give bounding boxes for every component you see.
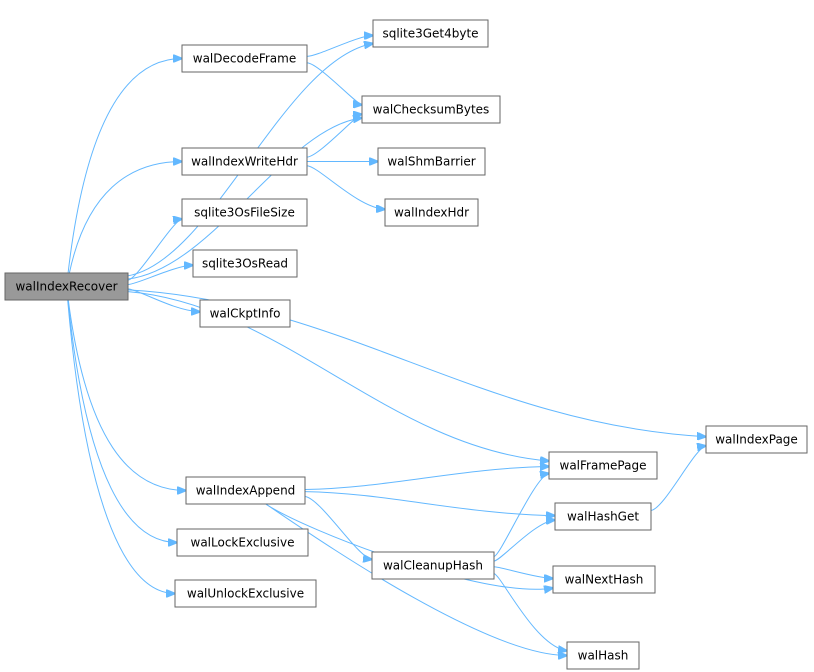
node-box — [552, 565, 656, 594]
node-label: walIndexRecover — [15, 280, 117, 294]
node-label: sqlite3OsFileSize — [194, 206, 295, 220]
edge-walIndexRecover-to-walUnlockExclusive — [67, 299, 175, 594]
node-box — [361, 95, 501, 124]
node-label: walIndexWriteHdr — [191, 155, 298, 169]
node-box — [705, 425, 808, 454]
node-label: walHashGet — [567, 510, 639, 524]
edge-walCleanupHash-to-walHash — [493, 573, 567, 651]
node-box — [384, 198, 479, 227]
node-box — [192, 249, 298, 278]
node-label: walHash — [578, 649, 629, 663]
node-label: sqlite3Get4byte — [382, 27, 478, 41]
edge-walCleanupHash-to-walFramePage — [493, 473, 549, 558]
node-label: walCleanupHash — [383, 559, 483, 573]
edges-layer — [67, 35, 706, 656]
edge-walIndexRecover-to-sqlite3OsFileSize — [127, 219, 182, 281]
node-box — [181, 44, 308, 73]
node-walShmBarrier[interactable]: walShmBarrier — [377, 147, 486, 176]
edge-walHashGet-to-walIndexPage — [650, 446, 706, 511]
node-box — [181, 147, 308, 176]
edge-walIndexAppend-to-walHash — [265, 503, 567, 656]
edge-walIndexAppend-to-walCleanupHash — [304, 495, 372, 559]
edge-walIndexRecover-to-walFramePage — [127, 291, 549, 461]
nodes-layer: walIndexRecover sqlite3Get4byte walDecodeF… — [4, 19, 808, 670]
node-walCkptInfo[interactable]: walCkptInfo — [199, 299, 291, 328]
node-sqlite3Get4byte[interactable]: sqlite3Get4byte — [372, 19, 489, 48]
node-box — [377, 147, 486, 176]
node-label: walIndexPage — [715, 433, 798, 447]
node-box — [174, 579, 317, 608]
node-box — [371, 551, 495, 580]
edge-walCleanupHash-to-walNextHash — [493, 566, 553, 579]
node-label: walChecksumBytes — [373, 103, 490, 117]
edge-walIndexWriteHdr-to-walIndexHdr — [306, 165, 385, 210]
node-label: walIndexAppend — [196, 484, 296, 498]
edge-walIndexRecover-to-sqlite3OsRead — [127, 265, 193, 286]
node-box — [372, 19, 489, 48]
node-label: walDecodeFrame — [193, 52, 296, 66]
node-sqlite3OsRead[interactable]: sqlite3OsRead — [192, 249, 298, 278]
node-label: walIndexHdr — [394, 206, 469, 220]
node-walDecodeFrame[interactable]: walDecodeFrame — [181, 44, 308, 73]
node-label: walCkptInfo — [210, 307, 281, 321]
node-walCleanupHash[interactable]: walCleanupHash — [371, 551, 495, 580]
node-sqlite3OsFileSize[interactable]: sqlite3OsFileSize — [181, 198, 308, 227]
edge-walIndexWriteHdr-to-walChecksumBytes — [306, 114, 362, 158]
node-label: walLockExclusive — [191, 536, 295, 550]
node-label: walUnlockExclusive — [187, 587, 304, 601]
node-walIndexAppend[interactable]: walIndexAppend — [185, 476, 306, 505]
node-walIndexHdr[interactable]: walIndexHdr — [384, 198, 479, 227]
node-walHashGet[interactable]: walHashGet — [554, 502, 652, 531]
node-box — [185, 476, 306, 505]
edge-walIndexRecover-to-walLockExclusive — [67, 299, 177, 543]
node-label: sqlite3OsRead — [202, 257, 288, 271]
node-walChecksumBytes[interactable]: walChecksumBytes — [361, 95, 501, 124]
edge-walIndexAppend-to-walHashGet — [304, 491, 555, 516]
edge-walIndexRecover-to-walCkptInfo — [127, 288, 200, 312]
node-box — [566, 641, 640, 670]
node-walIndexPage[interactable]: walIndexPage — [705, 425, 808, 454]
node-walFramePage[interactable]: walFramePage — [548, 451, 658, 480]
edge-walDecodeFrame-to-sqlite3Get4byte — [306, 35, 373, 57]
node-box — [181, 198, 308, 227]
edge-walIndexRecover-to-walIndexWriteHdr — [68, 162, 182, 274]
edge-walIndexRecover-to-walIndexAppend — [67, 299, 186, 491]
node-box — [554, 502, 652, 531]
edge-walCleanupHash-to-walHashGet — [493, 520, 555, 562]
node-label: walShmBarrier — [387, 155, 475, 169]
edge-walIndexRecover-to-walChecksumBytes — [127, 118, 362, 280]
node-box — [199, 299, 291, 328]
edge-walDecodeFrame-to-walChecksumBytes — [306, 62, 362, 105]
node-walHash[interactable]: walHash — [566, 641, 640, 670]
node-walUnlockExclusive[interactable]: walUnlockExclusive — [174, 579, 317, 608]
node-walIndexWriteHdr[interactable]: walIndexWriteHdr — [181, 147, 308, 176]
node-box — [176, 528, 309, 557]
node-walLockExclusive[interactable]: walLockExclusive — [176, 528, 309, 557]
node-label: walNextHash — [565, 573, 644, 587]
node-walNextHash[interactable]: walNextHash — [552, 565, 656, 594]
node-label: walFramePage — [560, 459, 647, 473]
node-walIndexRecover[interactable]: walIndexRecover — [4, 272, 129, 301]
edge-walIndexRecover-to-walDecodeFrame — [67, 59, 182, 274]
edge-walIndexAppend-to-walFramePage — [304, 466, 549, 490]
node-box — [4, 272, 129, 301]
node-box — [548, 451, 658, 480]
